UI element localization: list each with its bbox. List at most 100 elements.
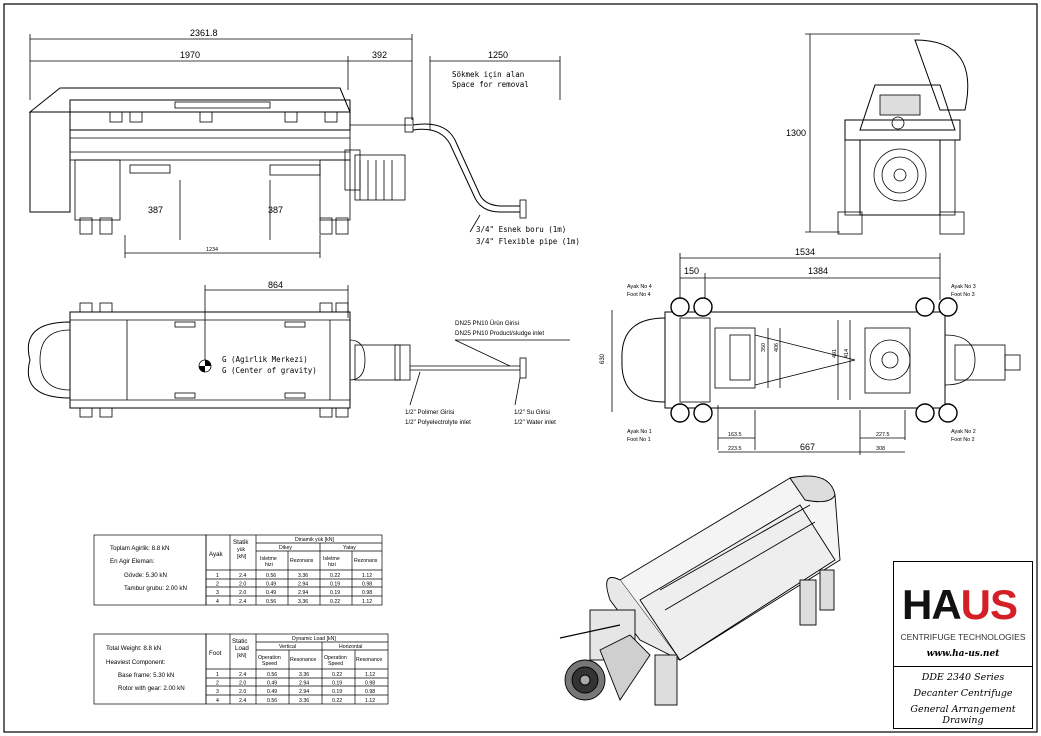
table_en-cell-r2-c1: 2 (216, 681, 219, 687)
dim-163-5: 163.5 (728, 432, 742, 438)
table_tr-cell-r3-c1: 3 (216, 590, 219, 596)
dim-overall-length: 2361.8 (190, 28, 218, 38)
table_en-cell-r3-c3: 0.49 (267, 689, 277, 695)
tr-total-weight: Toplam Agirlik: 8.8 kN (110, 545, 170, 552)
table_tr-cell-r2-c6: 0.98 (362, 582, 372, 588)
dim-body-length: 1970 (180, 50, 200, 60)
plan-view (28, 285, 570, 418)
table_en-cell-r1-c6: 1.12 (365, 672, 375, 678)
table_en-cell-r2-c3: 0.49 (267, 681, 277, 687)
cog-note-en: G (Center of gravity) (222, 366, 317, 375)
table_en-cell-r2-c4: 2.94 (299, 681, 309, 687)
company-website: www.ha-us.net (926, 649, 1000, 659)
document-title: General Arrangement Drawing (910, 704, 1016, 726)
cog-note-tr: G (Agirlik Merkezi) (222, 355, 308, 364)
poly-inlet-tr: 1/2" Polimer Girisi (405, 409, 454, 416)
table_en-cell-r3-c1: 3 (216, 689, 219, 695)
dim-feet-spacing: 1234 (206, 247, 218, 253)
tr-col-horizontal: Yatay (343, 545, 356, 551)
table_tr-cell-r2-c5: 0.19 (330, 582, 340, 588)
en-col-op2b: Speed (328, 661, 343, 667)
logo-part-b: US (960, 581, 1018, 628)
isometric-view (559, 475, 841, 706)
en-frame-weight: Base frame: 5.30 kN (118, 672, 174, 679)
table_en-cell-r1-c5: 0.22 (332, 672, 342, 678)
table_en-cell-r4-c5: 0.22 (332, 698, 342, 704)
product-inlet-tr: DN25 PN10 Ürün Girisi (455, 320, 519, 327)
table_tr-cell-r1-c3: 0.56 (266, 573, 276, 579)
tr-col-op2b: hizi (328, 562, 336, 568)
dim-motor-length: 392 (372, 50, 387, 60)
dim-plan-span: 1384 (808, 266, 828, 276)
table_en-cell-r4-c3: 0.56 (267, 698, 277, 704)
table_en-cell-r2-c2: 2.0 (239, 681, 246, 687)
foot1-tr: Ayak No 1 (627, 429, 652, 435)
foot2-en: Foot No 2 (951, 437, 975, 443)
table_en-cell-r3-c4: 2.94 (299, 689, 309, 695)
table_tr-cell-r2-c1: 2 (216, 582, 219, 588)
tr-col-op1b: hizi (265, 562, 273, 568)
table_tr-cell-r1-c4: 3.36 (298, 573, 308, 579)
dim-414: 414 (844, 349, 850, 358)
table_en-cell-r1-c3: 0.56 (267, 672, 277, 678)
table_en-cell-r1-c4: 3.36 (299, 672, 309, 678)
front-elevation-view (28, 34, 561, 258)
removal-note-tr: Sökmek için alan (452, 70, 524, 79)
table_tr-cell-r4-c1: 4 (216, 599, 219, 605)
table_tr-cell-r1-c6: 1.12 (362, 573, 372, 579)
table_tr-cell-r2-c3: 0.49 (266, 582, 276, 588)
foot1-en: Foot No 1 (627, 437, 651, 443)
en-total-weight: Total Weight: 8.8 kN (106, 645, 161, 652)
table_tr-cell-r3-c6: 0.98 (362, 590, 372, 596)
tr-col-static3: [kN] (237, 554, 247, 560)
table_tr-cell-r4-c6: 1.12 (362, 599, 372, 605)
removal-note-en: Space for removal (452, 80, 529, 89)
table_tr-cell-r4-c4: 3.36 (298, 599, 308, 605)
tr-col-op2: Isletme (323, 556, 340, 562)
table_en-cell-r2-c6: 0.98 (365, 681, 375, 687)
dim-height-387-b: 387 (268, 205, 283, 215)
tr-heaviest: En Agir Eleman: (110, 558, 155, 565)
en-heaviest: Heaviest Component: (106, 659, 166, 666)
dim-plan-overall: 1534 (795, 247, 815, 257)
en-col-op2: Operation (324, 655, 347, 661)
en-col-static: Static (232, 638, 247, 645)
table_en-cell-r1-c1: 1 (216, 672, 219, 678)
sheet-border (3, 3, 1038, 733)
table_en-cell-r4-c1: 4 (216, 698, 219, 704)
tr-col-dynamic: Dinamik yük [kN] (295, 537, 334, 543)
en-col-foot: Foot (209, 650, 222, 657)
tr-col-res1: Rezonans (290, 558, 314, 564)
model-series: DDE 2340 Series (921, 672, 1005, 683)
poly-inlet-en: 1/2" Polyelectrolyte inlet (405, 419, 471, 426)
table_en-cell-r3-c6: 0.98 (365, 689, 375, 695)
tr-rotor-weight: Tambur grubu: 2.00 kN (124, 585, 187, 592)
foot-circles (670, 297, 958, 423)
table_tr-cell-r3-c4: 2.94 (298, 590, 308, 596)
table_en-cell-r4-c4: 3.36 (299, 698, 309, 704)
dim-667: 667 (800, 442, 815, 452)
table_tr-cell-r3-c3: 0.49 (266, 590, 276, 596)
dim-removal-length: 1250 (488, 50, 508, 60)
en-col-static3: [kN] (237, 653, 247, 659)
foot3-tr: Ayak No 3 (951, 284, 976, 290)
dim-308: 308 (876, 446, 885, 452)
dim-223-5: 223.5 (728, 446, 742, 452)
title-divider (894, 666, 1032, 667)
table_en-cell-r3-c5: 0.19 (332, 689, 342, 695)
pipe-note-tr: 3/4" Esnek boru (1m) (476, 225, 566, 234)
en-col-static2: Load (235, 645, 249, 652)
en-col-horizontal: Horizontal (339, 644, 362, 650)
tr-col-foot: Ayak (209, 551, 224, 558)
title-block: HAUS CENTRIFUGE TECHNOLOGIES www.ha-us.n… (893, 561, 1033, 729)
en-col-res2: Resonance (356, 657, 382, 663)
en-col-op1b: Speed (262, 661, 277, 667)
table_en-cell-r4-c2: 2.4 (239, 698, 246, 704)
en-rotor-weight: Rotor with gear: 2.00 kN (118, 685, 185, 692)
foundation-plan-view (611, 253, 1021, 455)
dim-227-5: 227.5 (876, 432, 890, 438)
water-inlet-en: 1/2" Water inlet (514, 419, 556, 426)
en-table-rows: 1 2.4 0.56 3.36 0.22 1.12 2 2.0 0.49 2.94 0.19 0.98… (216, 672, 375, 704)
table_tr-cell-r3-c5: 0.19 (330, 590, 340, 596)
